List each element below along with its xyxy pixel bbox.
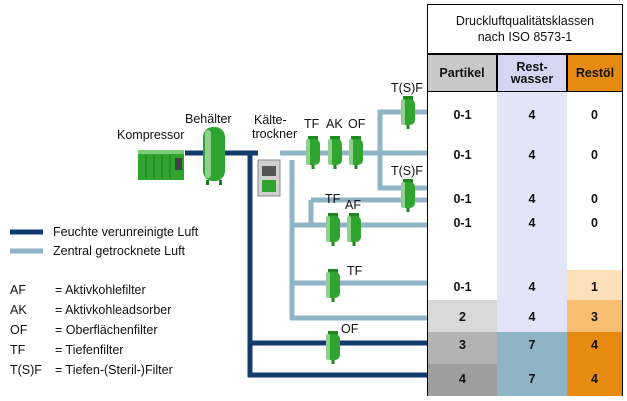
compressor-icon <box>138 150 184 180</box>
label-of2: OF <box>341 322 359 336</box>
quality-class-table: Druckluftqualitätsklassen nach ISO 8573-… <box>427 4 623 396</box>
column-header-restwasser: Rest- wasser <box>497 54 567 92</box>
label-kaelte-1: Kälte- <box>254 113 287 127</box>
abbr-af: AF <box>10 283 26 297</box>
partikel-cell-1: 0-1 <box>453 108 472 122</box>
abbr-tf-desc: = Tiefenfilter <box>55 343 124 357</box>
restwasser-cell-7: 7 <box>528 338 536 352</box>
restwasser-cell-4: 4 <box>528 216 536 230</box>
partikel-band-2 <box>428 300 497 332</box>
column-header-restwasser-2: wasser <box>510 72 554 86</box>
label-af: AF <box>345 198 361 212</box>
partikel-cell-4: 0-1 <box>453 216 472 230</box>
restoel-cell-4: 0 <box>591 216 598 230</box>
restoel-cell-7: 4 <box>591 338 598 352</box>
column-restwasser: 4 4 4 4 4 4 7 7 <box>497 92 567 396</box>
abbr-tsf: T(S)F <box>10 363 42 377</box>
abbr-tf: TF <box>10 343 26 357</box>
partikel-cell-6: 2 <box>459 310 466 324</box>
filter-icon-tf1 <box>306 136 320 169</box>
legend-wet-label: Feuchte verunreinigte Luft <box>53 225 199 239</box>
partikel-band-4 <box>428 364 497 396</box>
label-kompressor: Kompressor <box>117 128 185 142</box>
restoel-cell-5: 1 <box>591 280 598 294</box>
partikel-cell-7: 3 <box>459 338 466 352</box>
restwasser-cell-1: 4 <box>528 108 536 122</box>
abbr-of: OF <box>10 323 28 337</box>
abbr-tsf-desc: = Tiefen-(Steril-)Filter <box>55 363 173 377</box>
restoel-band-3 <box>567 300 622 332</box>
filter-icon-of2 <box>326 331 340 364</box>
restwasser-cell-6: 4 <box>528 310 536 324</box>
abbr-of-desc: = Oberflächenfilter <box>55 323 158 337</box>
table-title-line-2: nach ISO 8573-1 <box>477 30 573 44</box>
label-of1: OF <box>348 117 366 131</box>
refrigeration-dryer-icon <box>257 159 281 197</box>
restoel-band-1 <box>567 270 622 300</box>
restwasser-band-wet <box>497 332 567 396</box>
restoel-cell-3: 0 <box>591 192 598 206</box>
partikel-band-3 <box>428 332 497 364</box>
label-tf2: TF <box>325 192 341 206</box>
partikel-cell-8: 4 <box>459 372 466 386</box>
abbr-ak: AK <box>10 303 27 317</box>
abbr-af-desc: = Aktivkohlefilter <box>55 283 146 297</box>
filter-icon-of1 <box>349 136 363 169</box>
filter-icon-tsf1 <box>401 96 415 129</box>
abbr-ak-desc: = Aktivkohleadsorber <box>55 303 172 317</box>
column-header-restoel: Restöl <box>567 54 623 92</box>
column-restoel: 0 0 0 0 1 3 4 4 <box>567 92 623 396</box>
label-ak: AK <box>326 117 343 131</box>
label-kaelte-2: trockner <box>252 127 298 141</box>
restoel-cell-2: 0 <box>591 148 598 162</box>
restwasser-cell-5: 4 <box>528 280 536 294</box>
restoel-band-4 <box>567 332 622 396</box>
label-tf3: TF <box>347 264 363 278</box>
legend-dry-label: Zentral getrocknete Luft <box>53 244 186 258</box>
partikel-cell-2: 0-1 <box>453 148 472 162</box>
table-title-line-1: Druckluftqualitätsklassen <box>455 14 595 28</box>
label-tsf1: T(S)F <box>391 81 423 95</box>
partikel-cell-5: 0-1 <box>453 280 472 294</box>
filter-icon-ak <box>328 136 342 169</box>
restoel-cell-8: 4 <box>591 372 598 386</box>
tank-icon <box>203 127 225 185</box>
table-title: Druckluftqualitätsklassen nach ISO 8573-… <box>427 4 623 54</box>
filter-icon-tf2 <box>326 213 340 246</box>
filter-icon-af <box>347 213 361 246</box>
restoel-cell-1: 0 <box>591 108 598 122</box>
restwasser-cell-8: 7 <box>528 372 536 386</box>
filter-icon-tf3 <box>326 269 340 302</box>
label-behaelter: Behälter <box>185 112 232 126</box>
column-partikel: 0-1 0-1 0-1 0-1 0-1 2 3 4 <box>427 92 497 396</box>
column-header-partikel: Partikel <box>427 54 497 92</box>
partikel-cell-3: 0-1 <box>453 192 472 206</box>
restwasser-cell-3: 4 <box>528 192 536 206</box>
label-tsf2: T(S)F <box>391 164 423 178</box>
restoel-cell-6: 3 <box>591 310 598 324</box>
filter-icon-tsf2 <box>401 179 415 212</box>
restwasser-cell-2: 4 <box>528 148 536 162</box>
label-tf1: TF <box>304 117 320 131</box>
column-header-restwasser-1: Rest- <box>516 60 548 74</box>
